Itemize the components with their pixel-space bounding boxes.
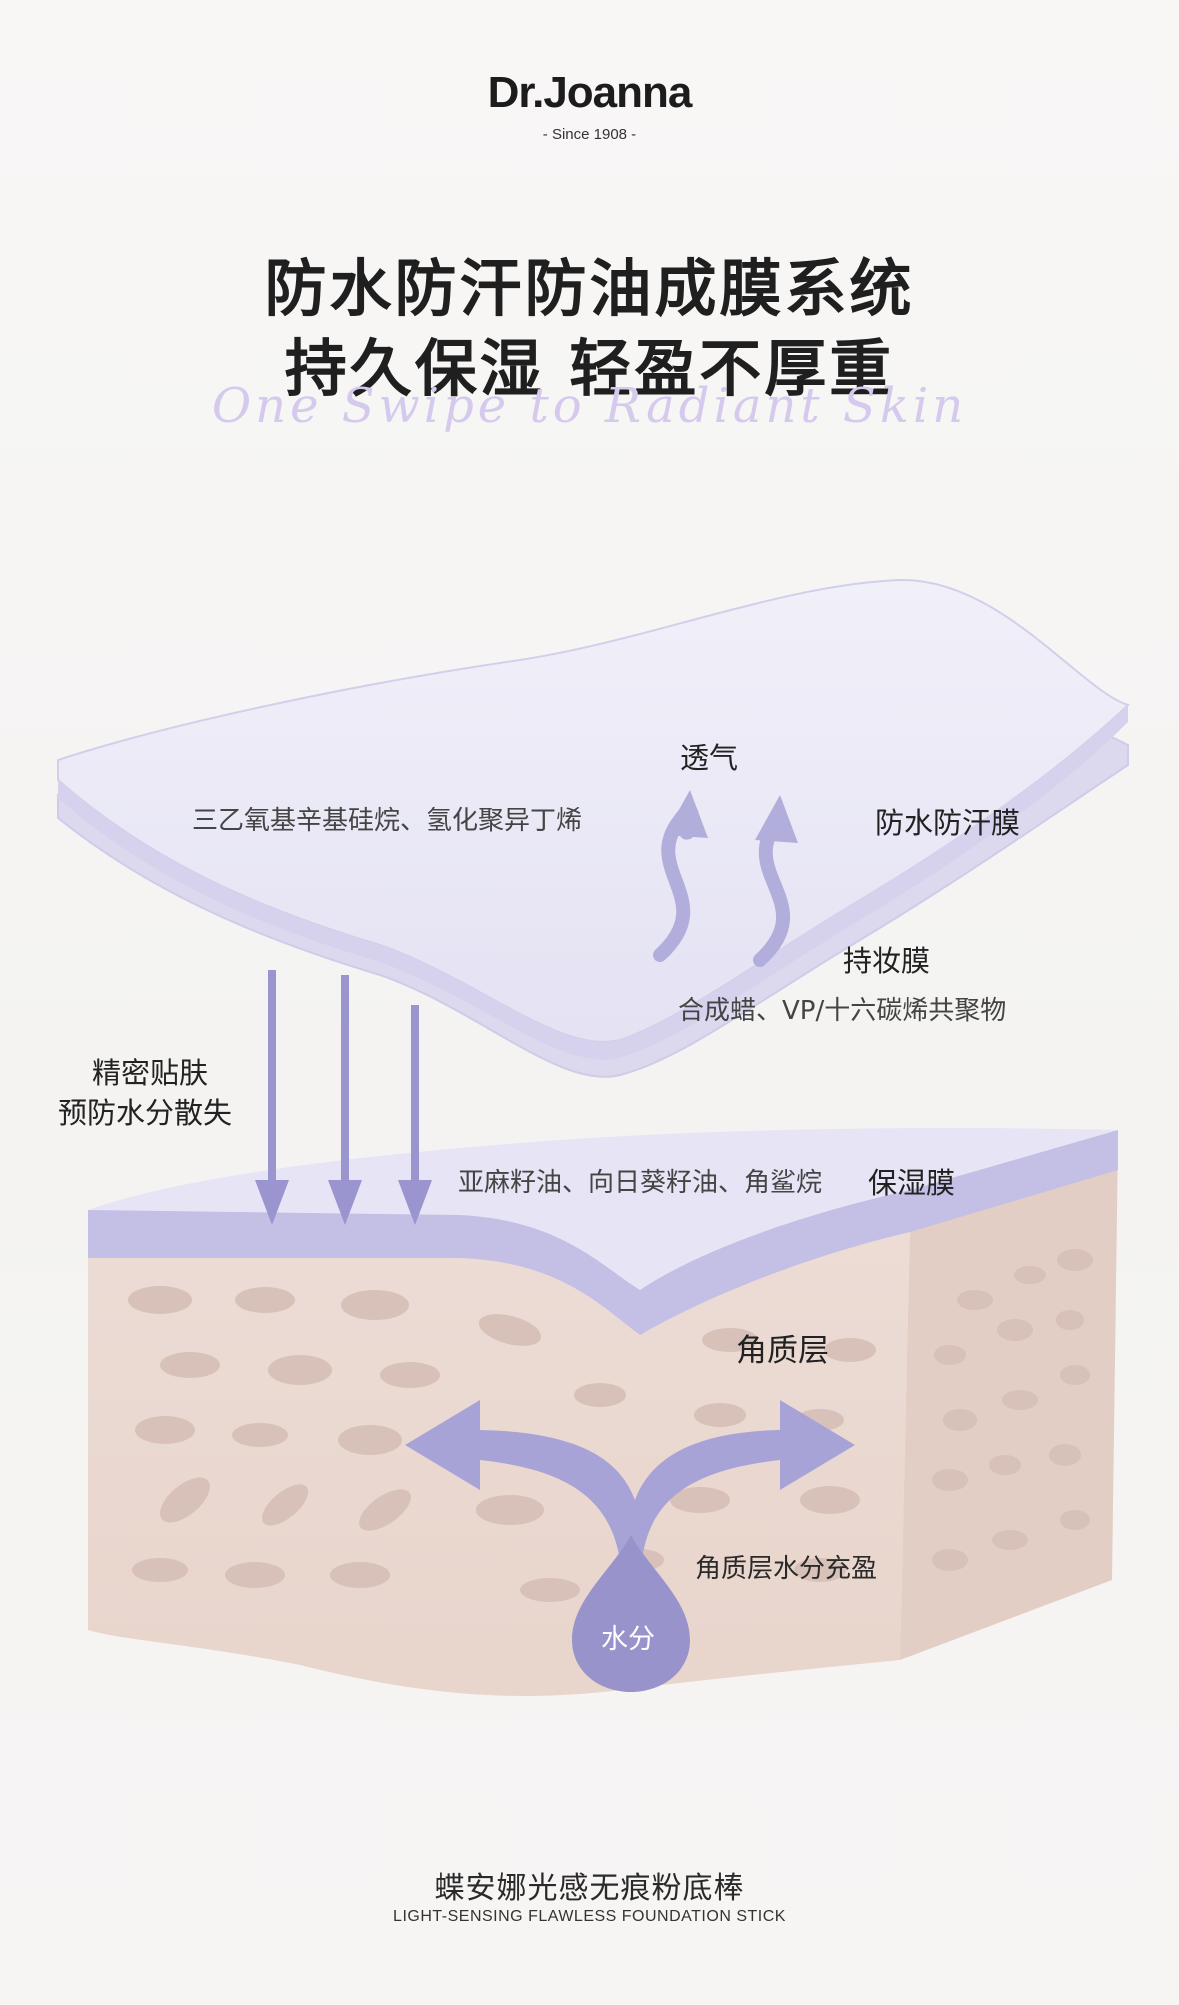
film-upper-edge — [58, 705, 1128, 1060]
label-makeup-film: 持妆膜 — [843, 944, 931, 978]
label-stratum: 角质层 — [736, 1333, 829, 1369]
label-moist-film: 保湿膜 — [868, 1166, 956, 1200]
down-arrowhead-1 — [255, 1180, 289, 1225]
breathable-arrowhead-left — [665, 790, 708, 838]
water-drop-icon — [572, 1535, 690, 1692]
brand-since: - Since 1908 - — [542, 126, 637, 143]
down-arrowhead-3 — [398, 1180, 432, 1225]
headline-line2: 持久保湿 轻盈不厚重 — [284, 332, 895, 405]
headline-line1: 防水防汗防油成膜系统 — [264, 252, 915, 325]
breathable-arrow-right — [753, 818, 791, 967]
label-left-note-line2: 预防水分散失 — [58, 1096, 233, 1130]
label-waterproof-film: 防水防汗膜 — [875, 806, 1021, 840]
product-name-en: LIGHT-SENSING FLAWLESS FOUNDATION STICK — [393, 1908, 786, 1925]
breathable-arrowhead-right — [755, 795, 798, 843]
label-top-film-ingredients: 三乙氧基辛基硅烷、氢化聚异丁烯 — [192, 806, 583, 836]
moisture-film-front — [88, 1130, 1118, 1335]
headline-script: One Swipe to Radiant Skin — [211, 378, 968, 434]
label-moist-film-ingredients: 亚麻籽油、向日葵籽油、角鲨烷 — [458, 1168, 823, 1198]
brand-logo: Dr.Joanna — [487, 68, 693, 117]
label-water: 水分 — [601, 1624, 655, 1655]
product-name-cn: 蝶安娜光感无痕粉底棒 — [434, 1871, 745, 1906]
down-arrowhead-2 — [328, 1180, 362, 1225]
down-arrowheads — [255, 1180, 432, 1225]
label-left-note-line1: 精密贴肤 — [92, 1056, 209, 1090]
label-makeup-film-ingredients: 合成蜡、VP/十六碳烯共聚物 — [678, 996, 1007, 1026]
split-arrow — [405, 1400, 855, 1560]
skin-cells — [128, 1249, 1093, 1602]
label-breathable: 透气 — [680, 741, 739, 775]
down-arrows — [268, 970, 419, 1185]
label-stratum-full: 角质层水分充盈 — [695, 1554, 878, 1584]
